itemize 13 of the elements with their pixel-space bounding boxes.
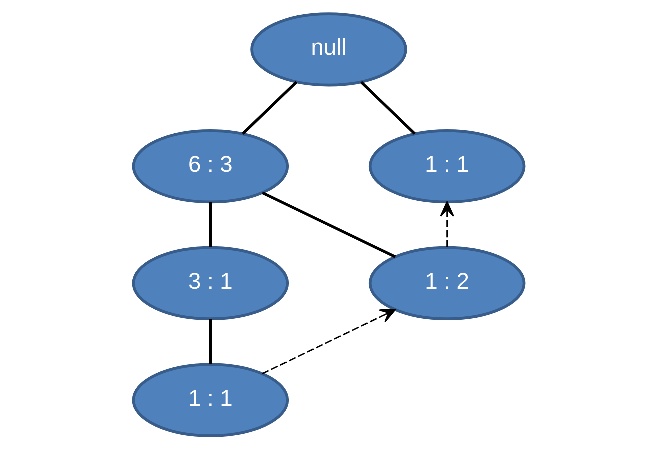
arrow (440, 201, 454, 248)
connector (242, 81, 298, 136)
arrow (262, 309, 396, 375)
connector (209, 319, 212, 364)
node-ellipse: 1 : 1 (132, 363, 290, 438)
connector (360, 81, 416, 136)
node-ellipse: 1 : 1 (368, 129, 526, 204)
node-ellipse: 3 : 1 (132, 246, 290, 320)
connector (262, 192, 396, 258)
node-ellipse: 1 : 2 (368, 246, 526, 320)
node-ellipse: null (250, 12, 408, 87)
connector (209, 202, 212, 248)
node-ellipse: 6 : 3 (132, 129, 290, 204)
